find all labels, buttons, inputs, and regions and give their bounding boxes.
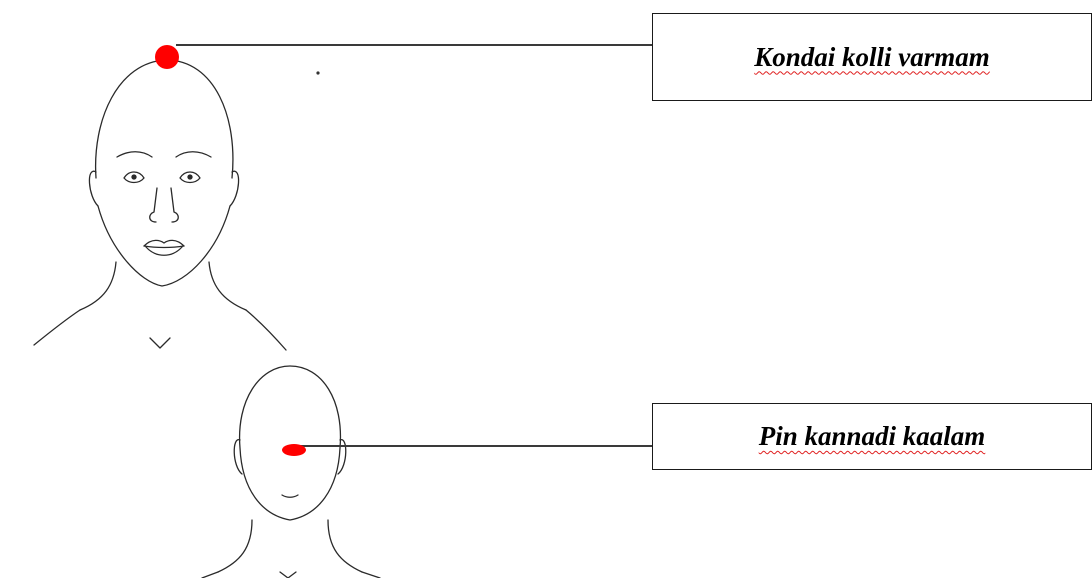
front-nose [149, 187, 179, 223]
marker-pin-kannadi-kaalam [282, 444, 306, 456]
rear-head-illustration [201, 365, 381, 578]
rear-left-ear [233, 439, 243, 475]
rear-right-ear [337, 439, 347, 475]
front-left-ear [88, 170, 99, 207]
front-left-eye [123, 171, 145, 184]
rear-head-outline [238, 365, 342, 521]
label-pin-kannadi-kaalam: Pin kannadi kaalam [758, 421, 986, 451]
front-head-illustration [33, 59, 287, 351]
front-left-eyebrow [116, 151, 153, 158]
front-lower-lip [145, 246, 183, 256]
label-kondai-kolli-varmam: Kondai kolli varmam [754, 41, 990, 72]
front-sternal-notch [149, 337, 171, 349]
rear-hairline-mark [281, 494, 299, 498]
stray-mark [316, 71, 320, 75]
rear-shoulder-left [201, 571, 219, 578]
rear-shoulder-right [361, 571, 381, 578]
front-head-outline [94, 59, 234, 179]
front-right-eyebrow [175, 151, 212, 158]
front-left-pupil [131, 174, 137, 180]
front-jaw [97, 205, 231, 287]
front-upper-lip [143, 239, 185, 247]
rear-neck-right [327, 519, 363, 573]
marker-kondai-kolli-varmam [155, 45, 179, 69]
front-right-ear [229, 170, 240, 207]
rear-spine-mark [279, 571, 297, 578]
front-neck-left [79, 261, 117, 311]
label-box-kondai-kolli-varmam: Kondai kolli varmam [652, 13, 1092, 101]
front-right-pupil [187, 174, 193, 180]
label-box-pin-kannadi-kaalam: Pin kannadi kaalam [652, 403, 1092, 470]
front-shoulder-left [33, 309, 81, 346]
rear-neck-left [217, 519, 253, 573]
front-right-eye [179, 171, 201, 184]
front-neck-right [208, 261, 247, 311]
front-lip-line [143, 245, 185, 249]
front-shoulder-right [245, 309, 287, 351]
